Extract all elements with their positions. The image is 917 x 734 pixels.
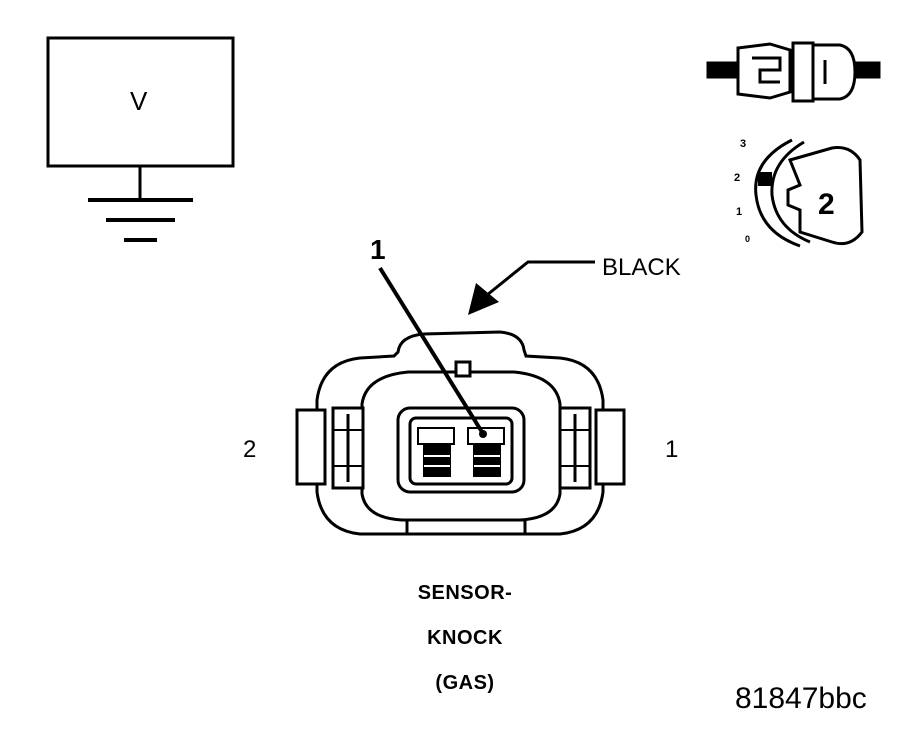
caption-line-2: KNOCK: [427, 627, 503, 649]
connector-body: [295, 330, 626, 536]
ignition-position-1: 1: [736, 206, 743, 218]
caption-line-1: SENSOR-: [417, 582, 513, 604]
voltmeter-label: V: [130, 86, 148, 116]
pin-right-label: 1: [665, 436, 679, 463]
ignition-position-2: 2: [734, 172, 741, 184]
caption-line-3: (GAS): [435, 672, 495, 694]
ignition-switch-icon: [754, 138, 864, 248]
pin-callout-leader: [378, 266, 487, 438]
backprobe-icon: [706, 41, 881, 103]
pin-left-label: 2: [243, 436, 257, 463]
figure-id: 81847bbc: [735, 682, 867, 715]
connector-color-label: BLACK: [602, 254, 681, 281]
voltmeter-symbol: [46, 36, 235, 242]
ignition-key-number: 2: [818, 188, 835, 221]
connector-terminals: [417, 427, 505, 477]
pin-callout-label: 1: [370, 234, 386, 265]
ignition-position-3: 3: [740, 138, 747, 150]
ignition-position-0: 0: [745, 234, 751, 244]
black-callout-arrow: [468, 260, 595, 315]
